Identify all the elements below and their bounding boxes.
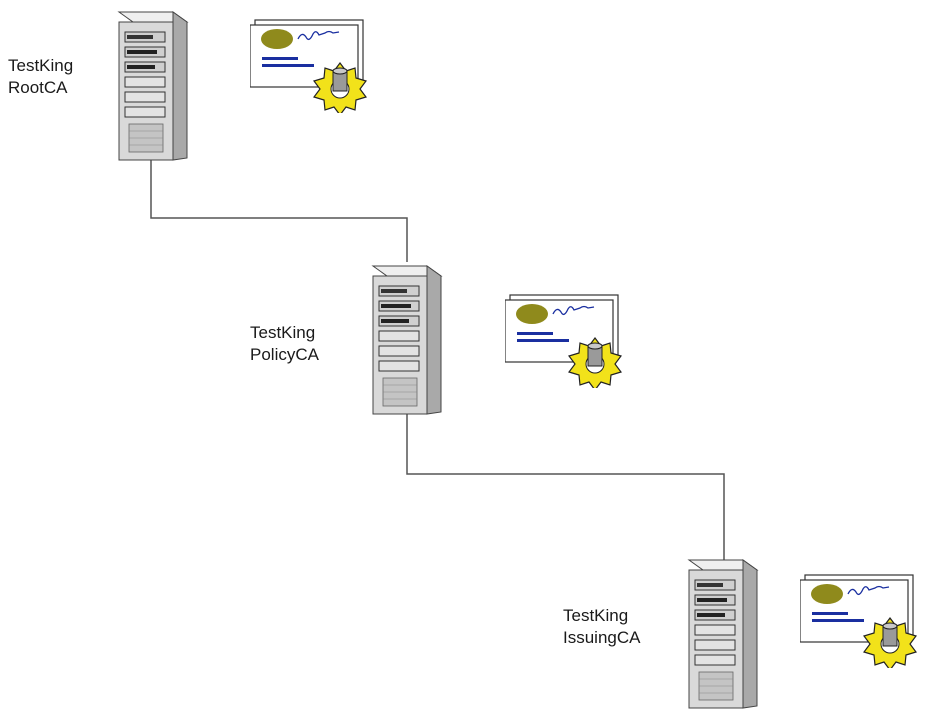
policy-ca-certificate-icon — [504, 292, 641, 393]
root-ca-server-icon — [113, 8, 191, 168]
connector-root-to-policy — [150, 160, 408, 262]
policy-ca-server-icon — [367, 262, 445, 422]
policy-ca-label: TestKing PolicyCA — [250, 322, 319, 366]
issuing-ca-server-icon — [683, 556, 761, 716]
root-ca-certificate-icon — [249, 17, 386, 118]
policy-ca-label-line2: PolicyCA — [250, 345, 319, 364]
root-ca-label-line1: TestKing — [8, 56, 74, 75]
policy-ca-label-line1: TestKing — [250, 323, 316, 342]
issuing-ca-label-line1: TestKing — [563, 606, 629, 625]
issuing-ca-certificate-icon — [799, 572, 936, 673]
connector-policy-to-issuing — [406, 413, 725, 560]
root-ca-label: TestKing RootCA — [8, 55, 73, 99]
root-ca-label-line2: RootCA — [8, 78, 68, 97]
issuing-ca-label-line2: IssuingCA — [563, 628, 641, 647]
issuing-ca-label: TestKing IssuingCA — [563, 605, 640, 649]
